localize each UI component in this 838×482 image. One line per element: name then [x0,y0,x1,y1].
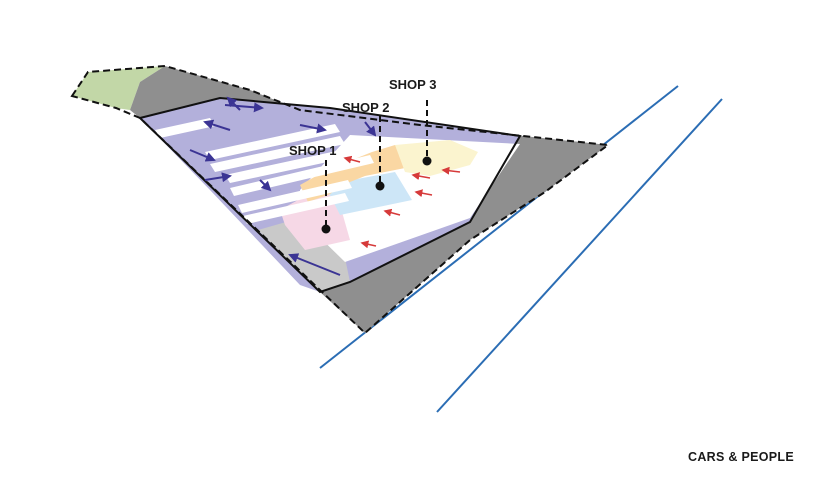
stall-row-4 [225,147,360,183]
shop-3-label: SHOP 3 [389,77,436,92]
people-arrow-6 [360,240,377,249]
shop-3-block [395,140,478,176]
green-area [72,66,165,110]
road-east [320,136,608,333]
car-arrow-5 [203,119,231,131]
stall-row-1 [155,118,215,138]
shop-2-dot [375,181,385,191]
inner-boundary [138,96,522,294]
car-arrow-6 [189,149,216,162]
stall-row-6 [238,180,352,213]
people-arrow-5 [383,208,401,217]
shop-3-dot [422,156,432,166]
car-arrow-4 [364,121,377,137]
stall-row-7 [243,193,349,224]
diagram-caption: CARS & PEOPLE [688,450,794,464]
car-arrow-2 [226,96,241,111]
people-arrow-1 [343,155,361,164]
car-arrows [189,96,377,276]
shop-2-label: SHOP 2 [342,100,389,115]
car-arrow-8 [259,179,272,192]
shop-markers [321,100,432,234]
stall-row-2 [205,124,340,160]
people-arrow-4 [414,189,433,198]
stall-row-3 [210,136,345,172]
car-arrow-7 [204,172,232,183]
people-arrows [343,155,461,249]
car-arrow-9 [288,253,341,276]
people-arrow-3 [441,166,461,175]
river-line-east [436,98,723,413]
shop-1-dot [321,224,331,234]
people-arrow-2 [411,172,431,181]
entrance-zone [258,218,350,292]
car-arrow-3 [299,123,327,134]
shop-1-label: SHOP 1 [289,143,336,158]
